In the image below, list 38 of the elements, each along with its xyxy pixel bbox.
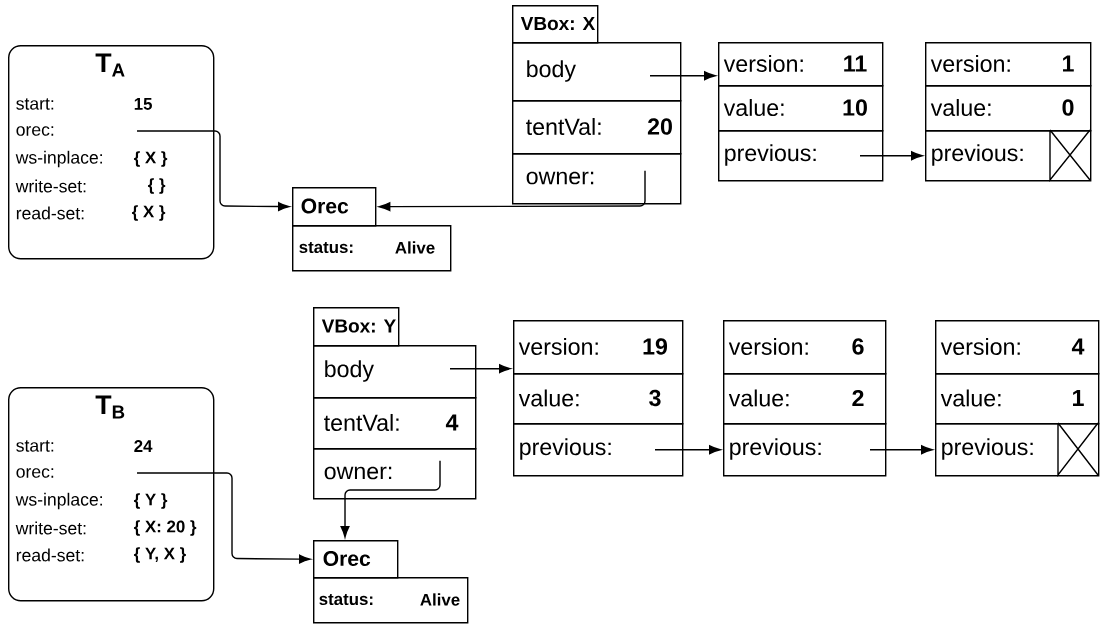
transaction-box: T$_{A}$ start: 15 orec: ws-inplace: { X } write-set: { } read-set: { X } <box>8 45 215 260</box>
field-cell: version: 6 <box>723 320 887 375</box>
field-cell: value: 1 <box>935 373 1100 425</box>
arrow <box>654 445 721 455</box>
field-cell: owner: <box>512 153 682 205</box>
field-cell: tentVal: 4 <box>313 397 477 450</box>
header-tab: VBox: X <box>512 5 599 44</box>
header-tab: VBox: Y <box>313 307 400 347</box>
field-cell: value: 3 <box>513 373 684 425</box>
header-tab: Orec <box>292 187 377 227</box>
field-cell: body <box>313 345 477 399</box>
arrow <box>378 170 646 212</box>
arrow <box>649 71 716 81</box>
field-cell: previous: <box>723 423 887 477</box>
arrow <box>136 130 290 212</box>
status-cell: status: Alive <box>292 225 452 272</box>
transaction-box: T$_{B}$ start: 24 orec: ws-inplace: { Y } write-set: { X: 20 } read-set: { Y, X } <box>8 387 215 602</box>
field-cell: previous: <box>513 423 684 477</box>
arrow <box>859 151 923 161</box>
field-cell: previous: <box>935 422 1100 478</box>
header-tab: Orec <box>313 540 399 579</box>
field-cell: value: 0 <box>925 85 1092 132</box>
field-cell: value: 10 <box>718 85 884 132</box>
arrow <box>449 364 511 374</box>
field-cell: body <box>512 42 682 102</box>
field-cell: previous: <box>718 130 884 182</box>
field-cell: version: 1 <box>925 42 1092 87</box>
arrow <box>136 472 311 564</box>
field-cell: version: 11 <box>718 42 884 87</box>
field-cell: version: 19 <box>513 320 684 375</box>
field-cell: owner: <box>313 448 477 500</box>
field-cell: previous: <box>925 129 1092 182</box>
field-cell: tentVal: 20 <box>512 100 682 155</box>
arrow <box>340 460 441 538</box>
status-cell: status: Alive <box>313 577 469 624</box>
field-cell: value: 2 <box>723 373 887 425</box>
field-cell: version: 4 <box>935 320 1100 375</box>
arrow <box>869 445 933 455</box>
